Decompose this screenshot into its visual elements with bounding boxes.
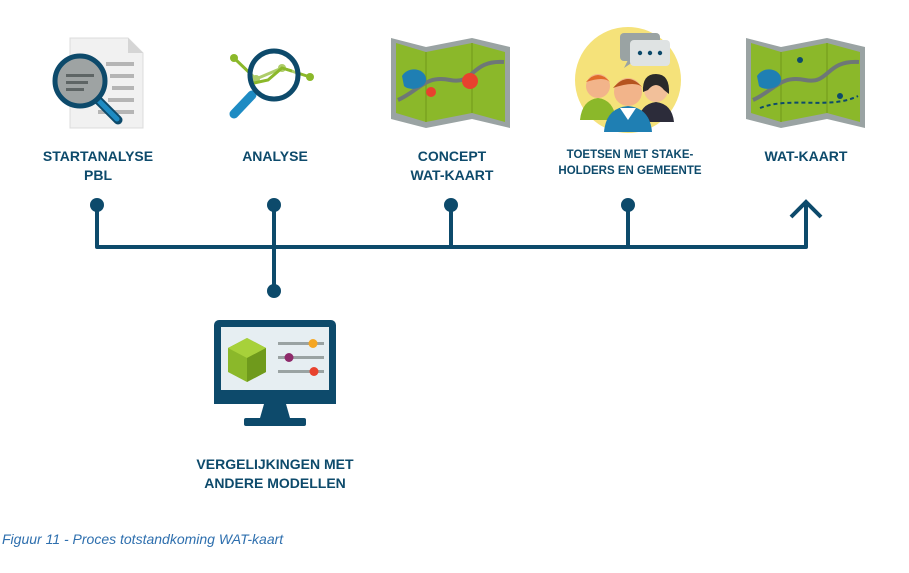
stakeholders-icon bbox=[575, 27, 681, 133]
timeline-node bbox=[621, 198, 635, 212]
timeline-node bbox=[267, 284, 281, 298]
timeline-node bbox=[90, 198, 104, 212]
label-line: STARTANALYSE bbox=[42, 148, 154, 164]
step-label-wat-kaart: WAT-KAART bbox=[765, 147, 848, 166]
document-magnifier-icon bbox=[52, 37, 144, 129]
label-line: PBL bbox=[83, 167, 112, 183]
timeline-node bbox=[444, 198, 458, 212]
timeline bbox=[90, 198, 823, 298]
label-line: VERGELIJKINGEN MET bbox=[196, 456, 354, 472]
concept-map-icon bbox=[391, 38, 510, 128]
computer-model-icon bbox=[214, 320, 336, 426]
label-line: CONCEPT bbox=[417, 148, 487, 164]
label-line: ANALYSE bbox=[242, 148, 308, 164]
label-line: HOLDERS EN GEMEENTE bbox=[558, 165, 702, 177]
label-line: WAT-KAART bbox=[410, 167, 494, 183]
step-label-concept: CONCEPT WAT-KAART bbox=[411, 147, 494, 185]
step-label-toetsen: TOETSEN MET STAKE- HOLDERS EN GEMEENTE bbox=[558, 147, 701, 179]
final-map-icon bbox=[746, 38, 865, 128]
figure-caption: Figuur 11 - Proces totstandkoming WAT-ka… bbox=[2, 531, 284, 547]
timeline-node bbox=[267, 198, 281, 212]
label-line: WAT-KAART bbox=[764, 148, 848, 164]
label-line: ANDERE MODELLEN bbox=[204, 475, 346, 491]
arrow-up-icon bbox=[789, 199, 823, 219]
step-label-analyse: ANALYSE bbox=[242, 147, 308, 166]
chart-magnifier-icon bbox=[229, 48, 314, 119]
label-line: TOETSEN MET STAKE- bbox=[566, 149, 694, 161]
branch-label-vergelijkingen: VERGELIJKINGEN MET ANDERE MODELLEN bbox=[196, 455, 353, 493]
step-label-startanalyse: STARTANALYSE PBL bbox=[43, 147, 153, 185]
